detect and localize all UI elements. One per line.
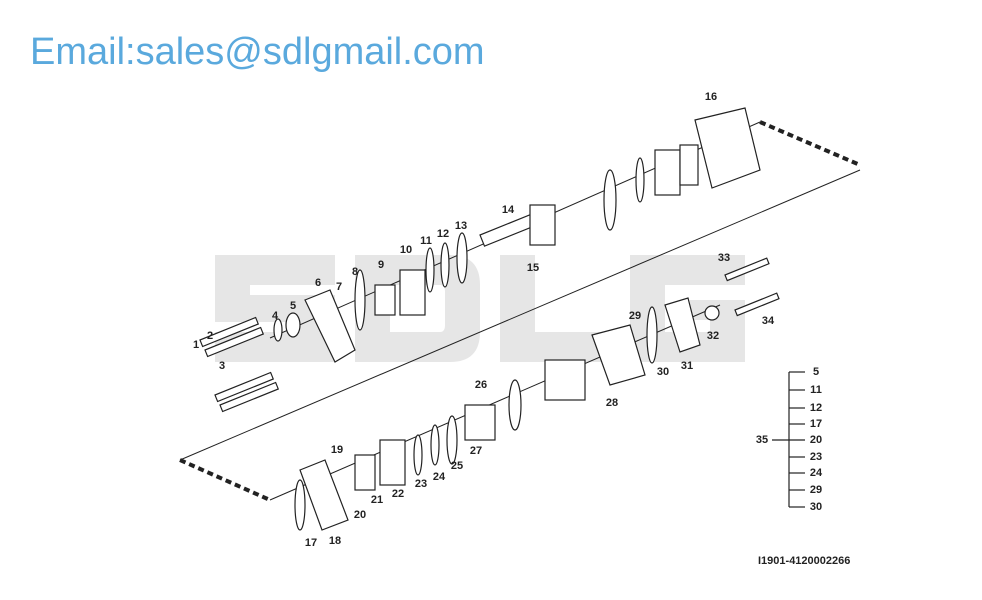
o-ring xyxy=(646,306,658,364)
callout: 29 xyxy=(628,310,642,322)
bushing xyxy=(374,284,396,316)
bushing xyxy=(679,144,699,186)
callout: 2 xyxy=(206,330,214,342)
plate xyxy=(446,415,458,465)
kit-item: 17 xyxy=(809,418,823,430)
flange-housing xyxy=(304,289,356,363)
callout: 20 xyxy=(353,509,367,521)
kit-item: 12 xyxy=(809,402,823,414)
callout: 9 xyxy=(377,259,385,271)
seal xyxy=(285,312,301,338)
gear-pair xyxy=(464,404,496,441)
callout: 21 xyxy=(370,494,384,506)
o-ring xyxy=(354,269,366,331)
callout: 27 xyxy=(469,445,483,457)
flange-housing-18 xyxy=(299,459,349,531)
callout: 10 xyxy=(399,244,413,256)
bushing xyxy=(379,439,406,486)
seal xyxy=(413,434,423,476)
callout: 28 xyxy=(605,397,619,409)
seal xyxy=(635,157,645,203)
bushing xyxy=(354,454,376,491)
callout: 19 xyxy=(330,444,344,456)
callout: 15 xyxy=(526,262,540,274)
gear-housing-16 xyxy=(694,107,761,189)
o-ring xyxy=(294,479,306,531)
bolt xyxy=(214,371,275,403)
dashed-connector-left xyxy=(179,458,271,502)
seal xyxy=(430,424,440,466)
callout: 31 xyxy=(680,360,694,372)
connector-line xyxy=(179,169,861,461)
callout: 17 xyxy=(304,537,318,549)
callout: 8 xyxy=(351,266,359,278)
seal-ring xyxy=(273,318,283,342)
bolt xyxy=(204,326,265,358)
callout: 6 xyxy=(314,277,322,289)
part-code: I1901-4120002266 xyxy=(758,555,851,567)
plug xyxy=(704,305,720,321)
callout: 3 xyxy=(218,360,226,372)
bolt xyxy=(199,316,260,348)
kit-item: 11 xyxy=(810,384,822,396)
callout: 14 xyxy=(501,204,515,216)
bushing xyxy=(654,149,681,196)
seal-plate xyxy=(425,247,435,293)
gear-housing-28 xyxy=(591,324,646,386)
bolt xyxy=(219,381,280,413)
kit-item: 24 xyxy=(809,467,823,479)
callout: 32 xyxy=(706,330,720,342)
bushing xyxy=(544,359,586,401)
callout: 13 xyxy=(454,220,468,232)
bolt xyxy=(724,257,770,282)
callout: 18 xyxy=(328,535,342,547)
gear xyxy=(529,204,556,246)
kit-label: 35 xyxy=(755,434,769,446)
email-watermark: Email:sales@sdlgmail.com xyxy=(30,31,485,73)
kit-item: 5 xyxy=(812,366,820,378)
callout: 33 xyxy=(717,252,731,264)
kit-item: 29 xyxy=(809,484,823,496)
plate xyxy=(508,379,522,431)
callout: 12 xyxy=(436,228,450,240)
kit-item: 23 xyxy=(809,451,823,463)
callout: 26 xyxy=(474,379,488,391)
rear-cover-31 xyxy=(664,297,701,353)
callout: 5 xyxy=(289,300,297,312)
callout: 25 xyxy=(450,460,464,472)
callout: 11 xyxy=(420,235,432,247)
callout: 34 xyxy=(761,315,775,327)
callout: 4 xyxy=(271,310,279,322)
callout: 7 xyxy=(335,281,343,293)
lower-axis-line xyxy=(269,304,721,501)
plate xyxy=(603,169,617,231)
callout: 16 xyxy=(704,91,718,103)
callout: 24 xyxy=(432,471,446,483)
seal-plate xyxy=(440,242,450,288)
kit-item: 30 xyxy=(809,501,823,513)
wear-plate xyxy=(456,232,468,284)
dashed-connector-right xyxy=(759,120,861,167)
callout: 22 xyxy=(391,488,405,500)
kit-item: 20 xyxy=(809,434,823,446)
bushing xyxy=(399,269,426,316)
bolt xyxy=(734,292,780,317)
callout: 23 xyxy=(414,478,428,490)
callout: 30 xyxy=(656,366,670,378)
callout: 1 xyxy=(192,339,200,351)
